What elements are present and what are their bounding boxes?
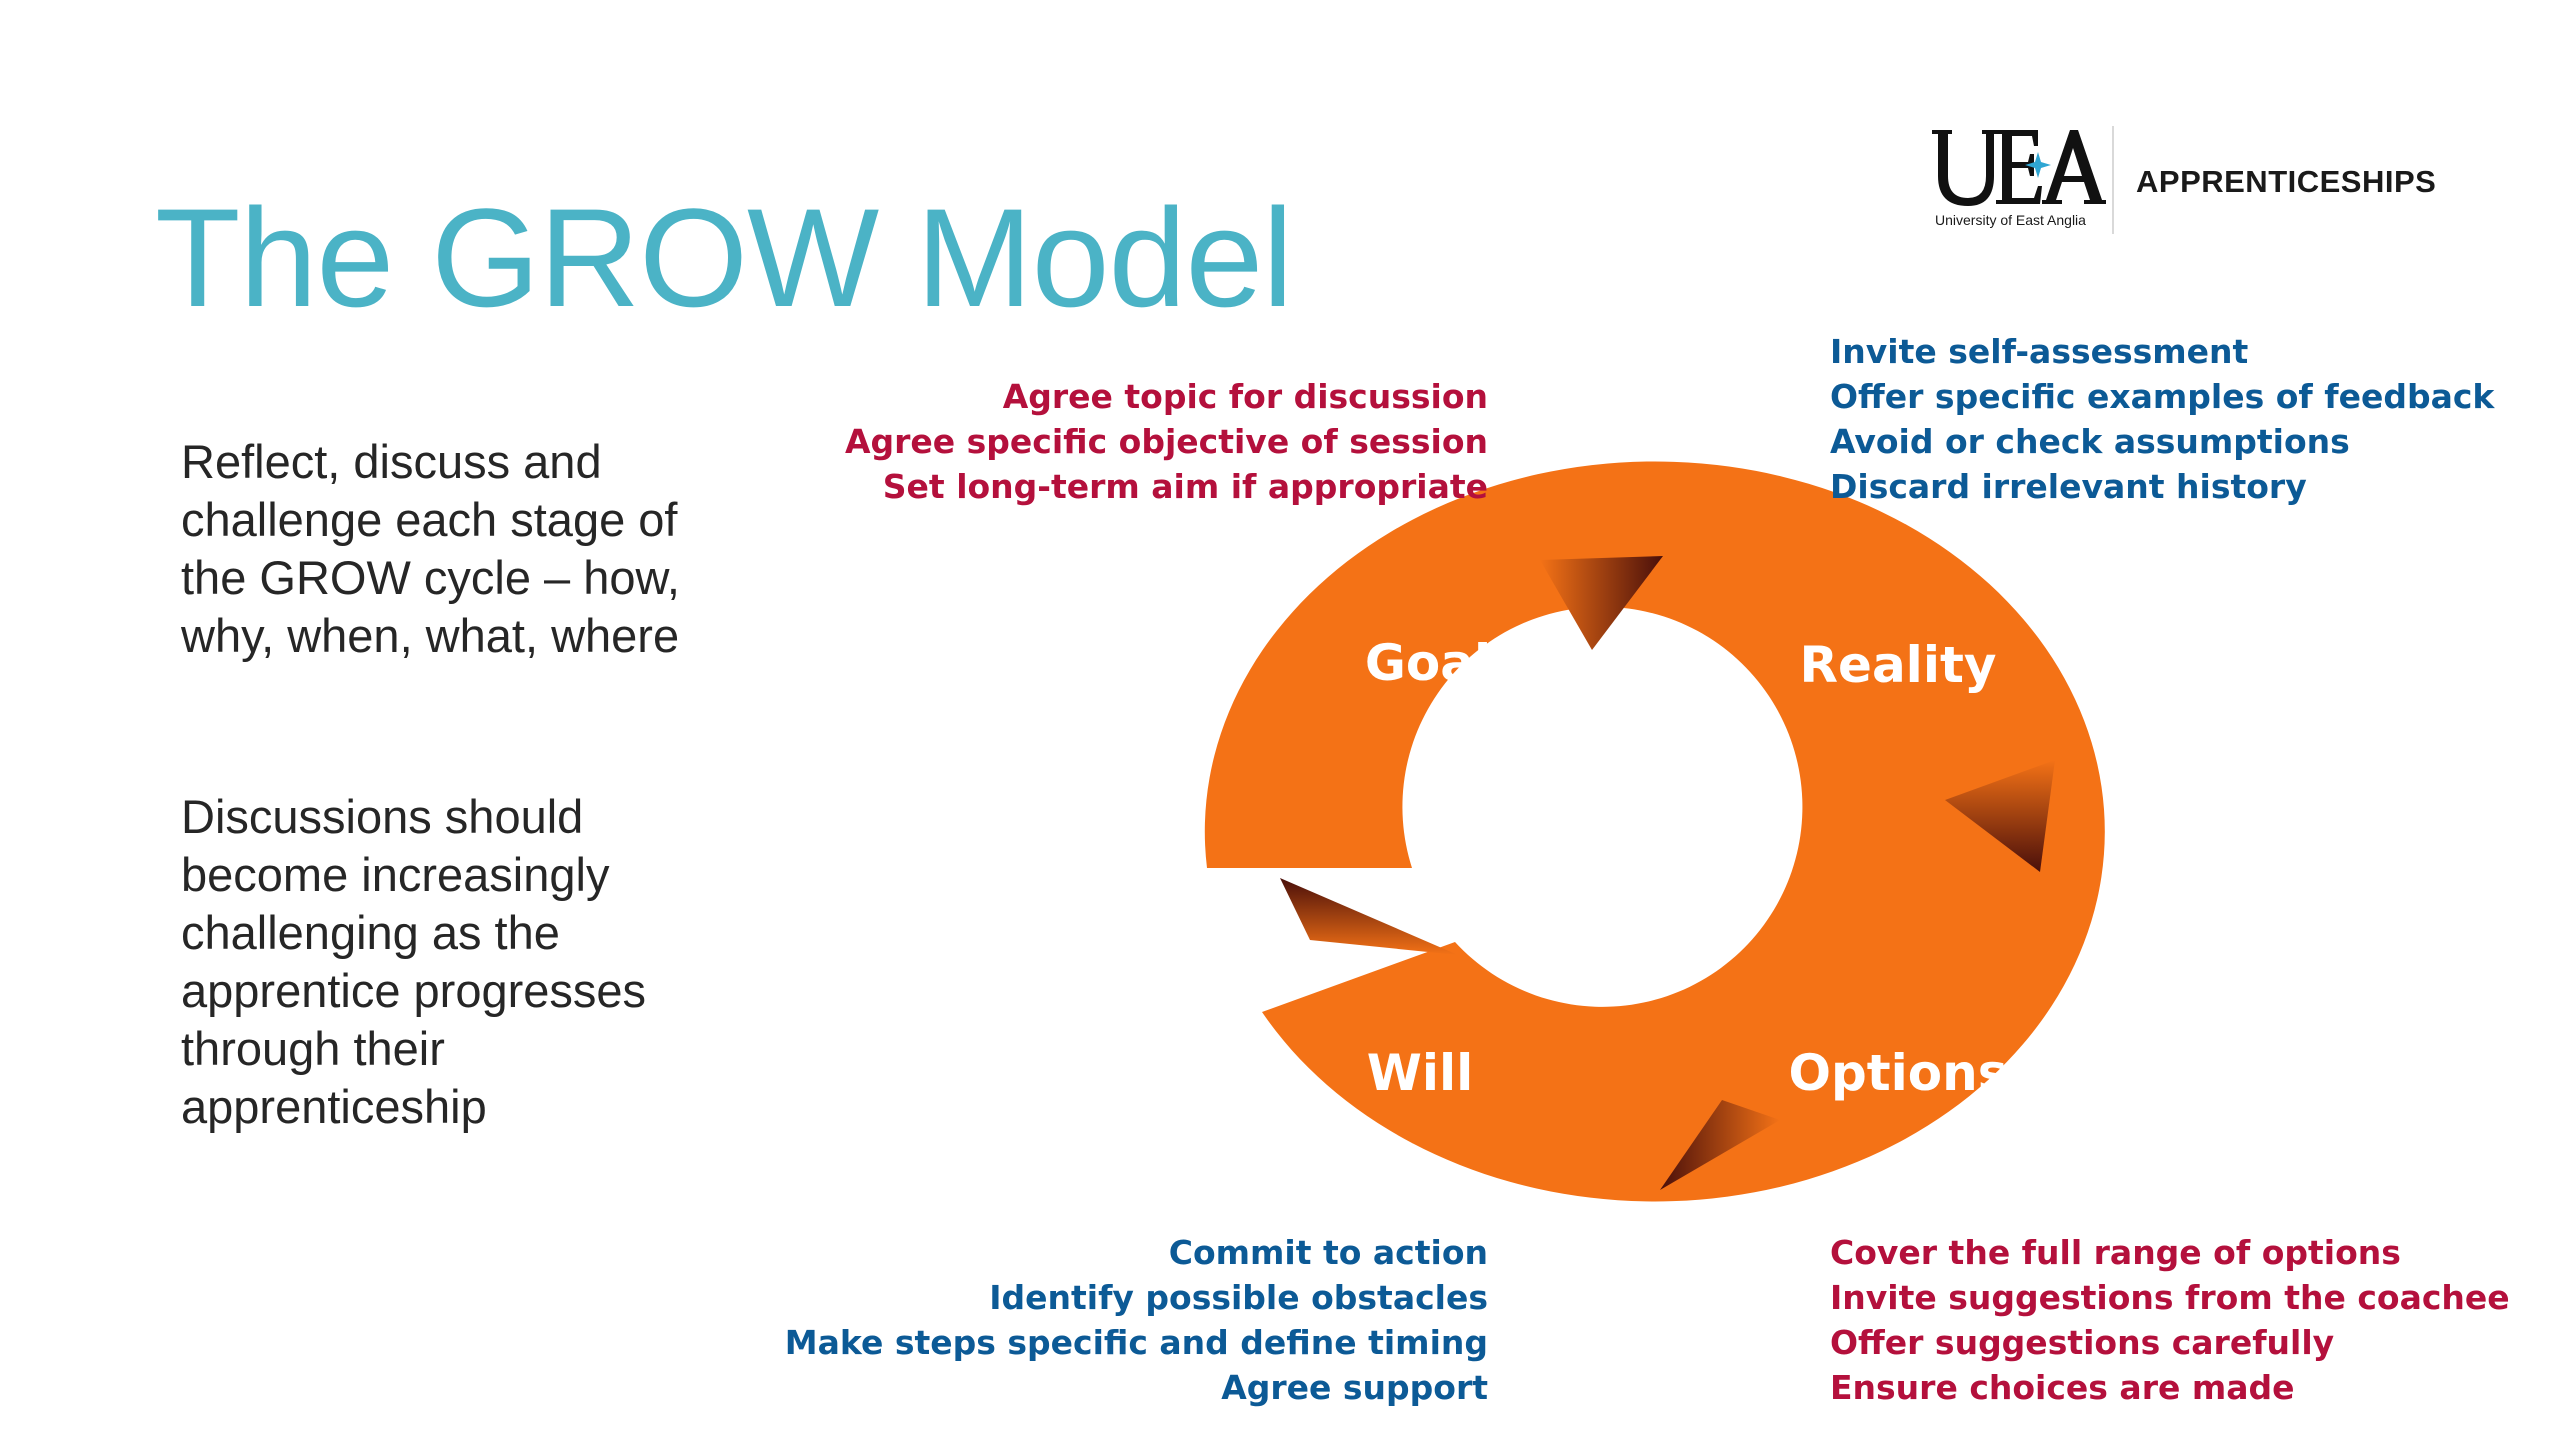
arrow-reality-to-options (1945, 760, 2055, 872)
cycle-ring (1204, 461, 2105, 1202)
arrow-options-to-will (1660, 1100, 1780, 1190)
will-caption-line: Agree support (1221, 1368, 1488, 1407)
goal-caption-line: Agree specific objective of session (844, 422, 1488, 461)
body-paragraph-discussions: Discussions should become increasingly c… (181, 788, 646, 1136)
logo-university-name: University of East Anglia (1935, 212, 2086, 228)
arrow-will-to-goal (1280, 878, 1458, 955)
goal-caption-line: Agree topic for discussion (1002, 377, 1488, 416)
will-captions: Commit to action Identify possible obsta… (785, 1230, 1488, 1410)
options-caption-line: Offer suggestions carefully (1830, 1323, 2335, 1362)
slide-title: The GROW Model (155, 179, 1293, 336)
reality-captions: Invite self-assessment Offer specific ex… (1830, 329, 2494, 509)
body-line: through their (181, 1022, 445, 1075)
logo-apprenticeships: APPRENTICESHIPS (2136, 164, 2437, 199)
options-caption-line: Invite suggestions from the coachee (1830, 1278, 2510, 1317)
body-line: apprentice progresses (181, 964, 647, 1017)
body-line: challenge each stage of (181, 493, 678, 546)
body-line: Discussions should (181, 790, 584, 843)
goal-captions: Agree topic for discussion Agree specifi… (845, 374, 1488, 509)
stage-label-reality: Reality (1800, 636, 1997, 694)
logo-divider (2112, 126, 2114, 234)
reality-caption-line: Invite self-assessment (1830, 332, 2249, 371)
reality-caption-line: Discard irrelevant history (1830, 467, 2307, 506)
will-caption-line: Commit to action (1168, 1233, 1488, 1272)
will-caption-line: Identify possible obstacles (989, 1278, 1488, 1317)
uea-wordmark-logo (1932, 130, 2106, 206)
options-caption-line: Cover the full range of options (1830, 1233, 2401, 1272)
options-caption-line: Ensure choices are made (1830, 1368, 2295, 1407)
stage-label-goal: Goal (1365, 634, 1491, 692)
uea-logo: University of East Anglia APPRENTICESHIP… (1930, 124, 2450, 244)
stage-label-will: Will (1367, 1044, 1474, 1102)
stage-label-options: Options (1788, 1044, 2007, 1102)
body-line: apprenticeship (181, 1080, 487, 1133)
will-caption-line: Make steps specific and define timing (784, 1323, 1488, 1362)
options-captions: Cover the full range of options Invite s… (1830, 1230, 2510, 1410)
arrow-goal-to-reality (1540, 556, 1663, 650)
body-line: become increasingly (181, 848, 610, 901)
reality-caption-line: Avoid or check assumptions (1830, 422, 2350, 461)
body-line: Reflect, discuss and (181, 435, 602, 488)
body-paragraph-reflect: Reflect, discuss and challenge each stag… (181, 433, 680, 665)
body-line: why, when, what, where (181, 609, 680, 662)
goal-caption-line: Set long-term aim if appropriate (882, 467, 1488, 506)
reality-caption-line: Offer specific examples of feedback (1830, 377, 2495, 416)
body-line: challenging as the (181, 906, 560, 959)
body-line: the GROW cycle – how, (181, 551, 680, 604)
